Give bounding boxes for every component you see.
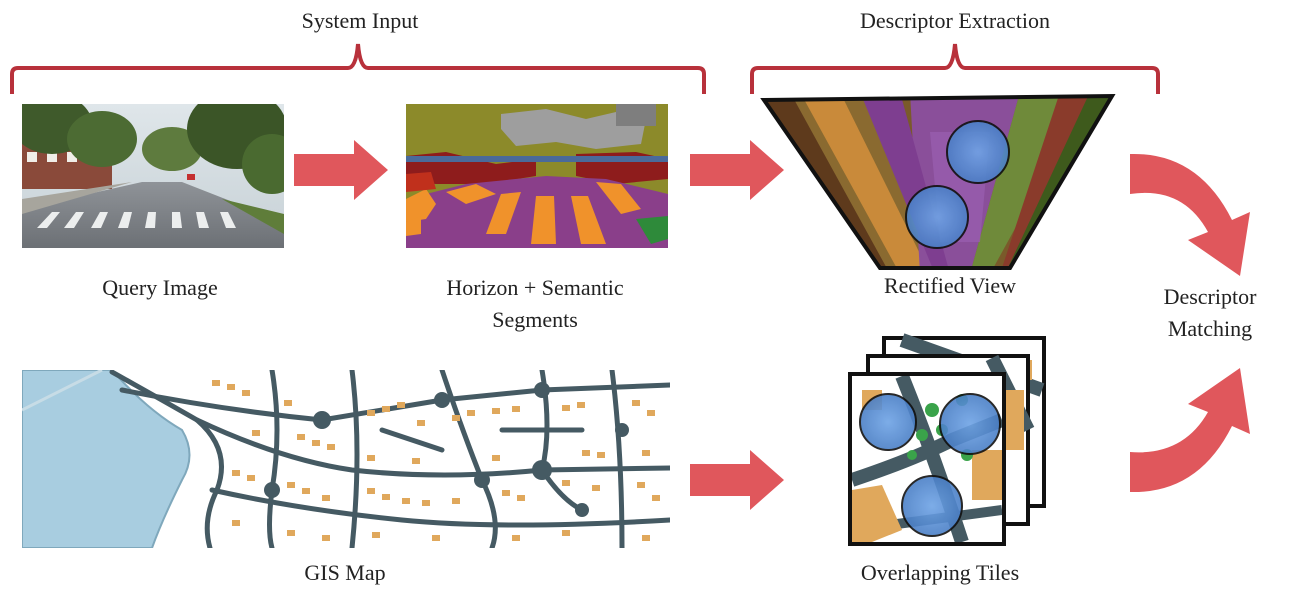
query-image (22, 104, 284, 248)
descriptor-extraction-header: Descriptor Extraction (860, 8, 1050, 33)
system-input-header: System Input (301, 8, 419, 33)
descriptor-matching-line2: Matching (1167, 316, 1253, 341)
gis-map (22, 370, 670, 548)
overlapping-tiles (848, 333, 1046, 546)
arrow-right-2 (690, 140, 784, 200)
query-image-label: Query Image (102, 275, 218, 300)
rectified-view (760, 93, 1116, 270)
horizon-label-line2: Segments (492, 307, 578, 332)
curved-arrow-down (1130, 153, 1250, 276)
bracket-descriptor-extraction (750, 43, 1160, 94)
gis-map-label: GIS Map (304, 560, 386, 585)
arrow-right-1 (294, 140, 388, 200)
horizon-label-line1: Horizon + Semantic (446, 275, 624, 300)
curved-arrow-up (1130, 368, 1250, 493)
bracket-system-input (10, 43, 706, 94)
overlapping-tiles-label: Overlapping Tiles (860, 560, 1020, 585)
arrow-right-3 (690, 450, 784, 510)
rectified-view-label: Rectified View (883, 273, 1017, 298)
descriptor-matching-line1: Descriptor (1163, 284, 1257, 309)
semantic-segments-image (406, 104, 668, 248)
